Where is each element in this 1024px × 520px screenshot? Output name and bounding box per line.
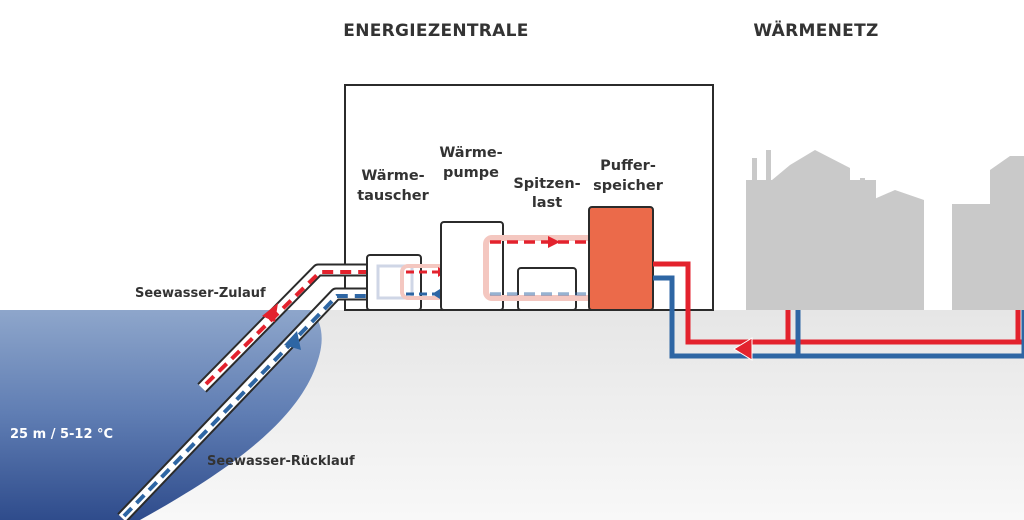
- label-waermetauscher-1: Wärme-: [361, 168, 424, 184]
- label-pufferspeicher-1: Puffer-: [600, 158, 656, 174]
- label-seewasser-zulauf: Seewasser-Zulauf: [135, 286, 266, 301]
- ground: [140, 310, 1024, 520]
- label-seewasser-ruecklauf: Seewasser-Rücklauf: [207, 454, 355, 469]
- header-energiezentrale: ENERGIEZENTRALE: [343, 21, 528, 41]
- label-waermetauscher-2: tauscher: [357, 188, 429, 204]
- lake-return-pipe: [117, 287, 372, 520]
- label-waermepumpe-1: Wärme-: [439, 145, 502, 161]
- label-pufferspeicher-2: speicher: [593, 178, 664, 194]
- label-lake-depth-temperature: 25 m / 5-12 °C: [10, 427, 113, 442]
- district-flow-arrow-icon: [733, 337, 753, 361]
- label-waermepumpe-2: pumpe: [443, 165, 499, 181]
- return-arrow-icon: [284, 331, 301, 350]
- lake: [0, 310, 322, 520]
- district-supply-pipe: [653, 261, 1024, 345]
- supply-arrow-icon: [262, 303, 278, 322]
- header-waermenetz: WÄRMENETZ: [753, 19, 878, 41]
- label-spitzenlast-2: last: [532, 195, 562, 211]
- district-return-pipe: [653, 275, 1024, 359]
- lake-supply-pipe: [197, 263, 372, 393]
- peak-load-box: [517, 267, 577, 311]
- label-spitzenlast-1: Spitzen-: [513, 176, 580, 192]
- buffer-storage-tank: [588, 206, 654, 311]
- city-buildings: [746, 150, 1024, 310]
